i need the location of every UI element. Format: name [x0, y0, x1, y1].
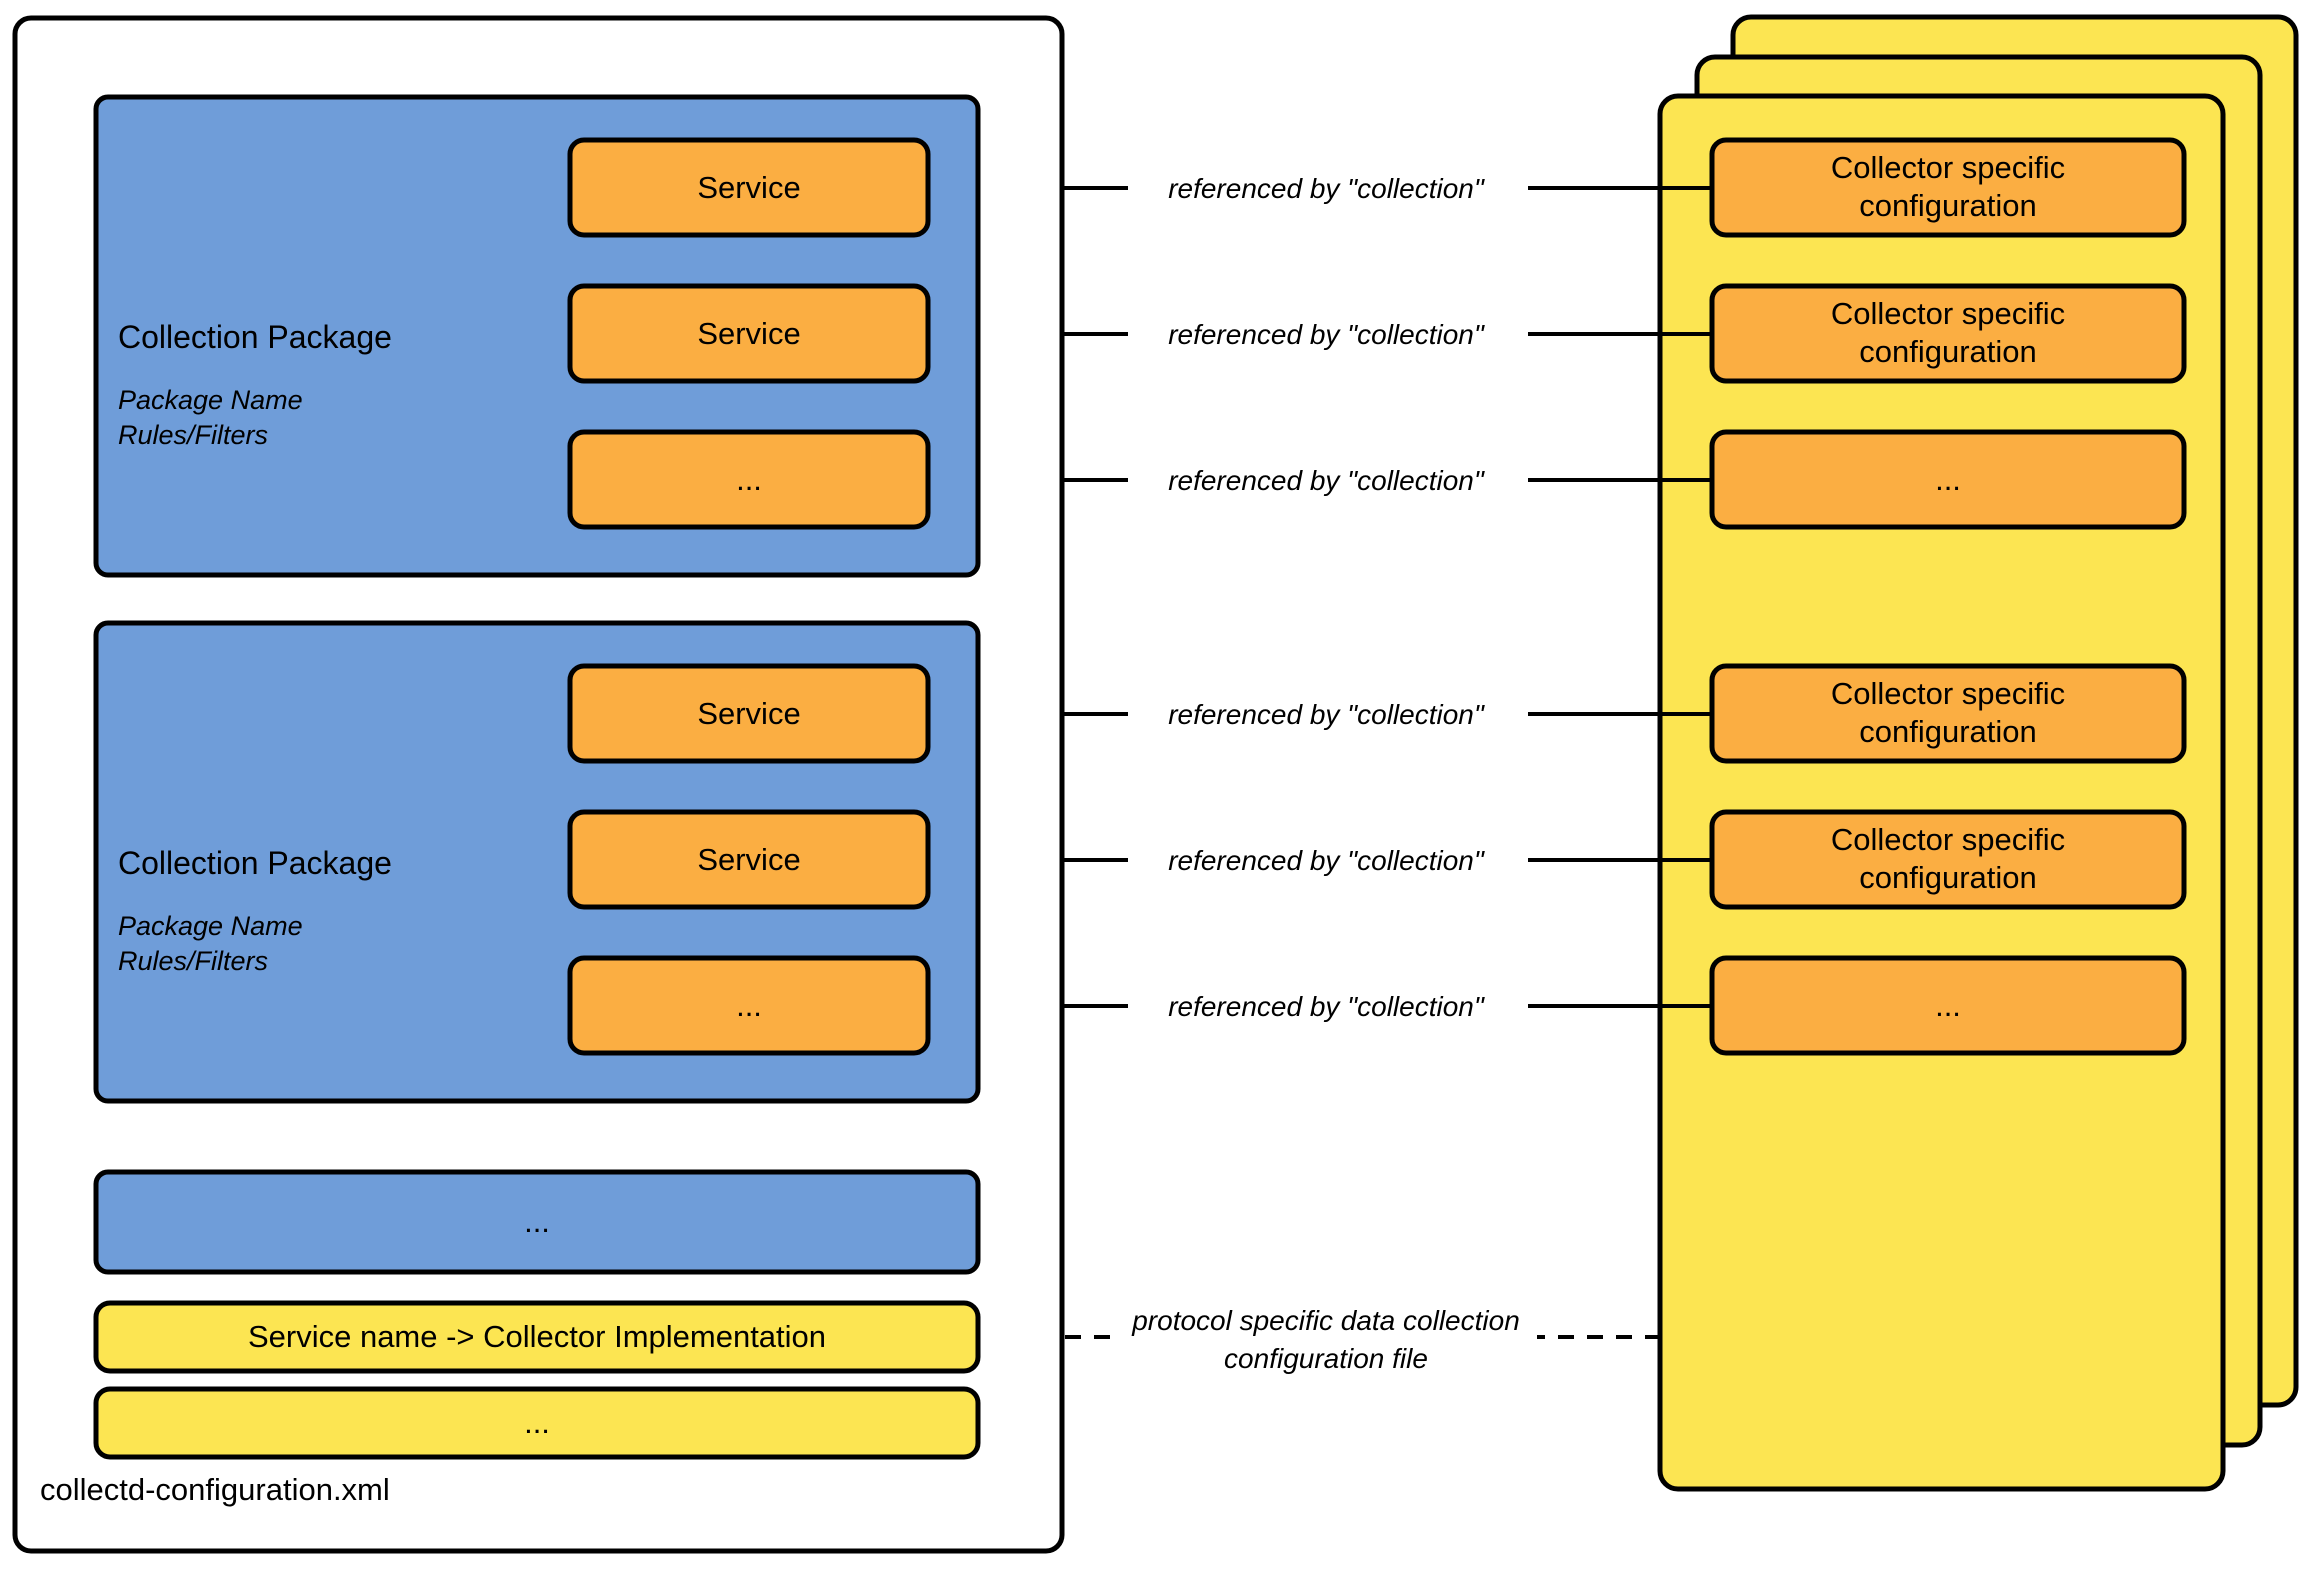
edge-label-6-bg [1128, 984, 1528, 1028]
service-collector-mapping-row-1[interactable] [93, 1300, 981, 1374]
edge-label-collection-2: referenced by "collection" [1168, 319, 1485, 350]
collection-package-more-body[interactable] [93, 1169, 981, 1275]
collector-config-box-1-line1: Collector specific [1831, 150, 2065, 185]
collector-config-box-4-line2: configuration [1859, 714, 2037, 749]
collection-package-2-subline-1: Package Name [118, 911, 303, 941]
edge-label-protocol-line1: protocol specific data collection [1131, 1305, 1520, 1336]
collection-package-1-subline-2: Rules/Filters [118, 420, 268, 450]
edge-label-collection-5: referenced by "collection" [1168, 845, 1485, 876]
service-box-2-more[interactable] [567, 955, 931, 1056]
collection-package-2[interactable]: Collection Package Package Name Rules/Fi… [93, 620, 981, 1104]
edge-label-5-bg [1128, 838, 1528, 882]
collector-config-box-2[interactable] [1709, 283, 2187, 384]
service-box-1-2-label: Service [697, 316, 800, 351]
collection-package-1[interactable]: Collection Package Package Name Rules/Fi… [93, 94, 981, 578]
edge-label-collection-3: referenced by "collection" [1168, 465, 1485, 496]
edge-label-1-bg [1128, 166, 1528, 210]
collection-package-1-title: Collection Package [118, 319, 392, 355]
edge-label-4-bg [1128, 692, 1528, 736]
service-collector-mapping-row-more-label: ... [524, 1405, 550, 1440]
service-box-1-2[interactable] [567, 283, 931, 384]
collectd-configuration-filename: collectd-configuration.xml [40, 1472, 390, 1507]
edge-label-collection-4: referenced by "collection" [1168, 699, 1485, 730]
edge-label-3-bg [1128, 458, 1528, 502]
edge-label-collection-6: referenced by "collection" [1168, 991, 1485, 1022]
service-box-1-1[interactable] [567, 137, 931, 238]
collector-config-box-6-more-label: ... [1935, 988, 1961, 1023]
edge-label-protocol-line2: configuration file [1224, 1343, 1428, 1374]
service-box-2-2[interactable] [567, 809, 931, 910]
edge-label-group: referenced by "collection" referenced by… [1117, 166, 1537, 1374]
collector-config-box-4[interactable] [1709, 663, 2187, 764]
collection-package-2-title: Collection Package [118, 845, 392, 881]
collection-package-more-label: ... [524, 1204, 550, 1239]
service-box-1-1-label: Service [697, 170, 800, 205]
collector-config-box-3-more-label: ... [1935, 462, 1961, 497]
service-box-2-more-label: ... [736, 988, 762, 1023]
collector-config-box-2-line1: Collector specific [1831, 296, 2065, 331]
collector-config-box-5-line1: Collector specific [1831, 822, 2065, 857]
service-box-1-more[interactable] [567, 429, 931, 530]
collection-package-more[interactable]: ... [93, 1169, 981, 1275]
edge-label-collection-1: referenced by "collection" [1168, 173, 1485, 204]
service-collector-mapping-row-1-label: Service name -> Collector Implementation [248, 1319, 826, 1354]
collector-config-box-2-line2: configuration [1859, 334, 2037, 369]
collector-config-box-1-line2: configuration [1859, 188, 2037, 223]
collector-config-box-1[interactable] [1709, 137, 2187, 238]
collector-config-box-4-line1: Collector specific [1831, 676, 2065, 711]
service-box-1-more-label: ... [736, 462, 762, 497]
collector-config-box-5-line2: configuration [1859, 860, 2037, 895]
edge-label-protocol-bg [1117, 1306, 1537, 1346]
collector-config-box-5[interactable] [1709, 809, 2187, 910]
collector-config-entries: Collector specific configuration Collect… [1709, 137, 2187, 1056]
service-collector-mapping-row-more[interactable] [93, 1386, 981, 1460]
collector-config-box-3-more[interactable] [1709, 429, 2187, 530]
service-box-2-1-label: Service [697, 696, 800, 731]
service-box-2-1[interactable] [567, 663, 931, 764]
service-box-2-2-label: Service [697, 842, 800, 877]
edge-label-2-bg [1128, 312, 1528, 356]
collection-package-2-subline-2: Rules/Filters [118, 946, 268, 976]
collection-package-1-subline-1: Package Name [118, 385, 303, 415]
service-collector-mapping-rows[interactable]: Service name -> Collector Implementation… [93, 1300, 981, 1460]
collector-config-box-6-more[interactable] [1709, 955, 2187, 1056]
